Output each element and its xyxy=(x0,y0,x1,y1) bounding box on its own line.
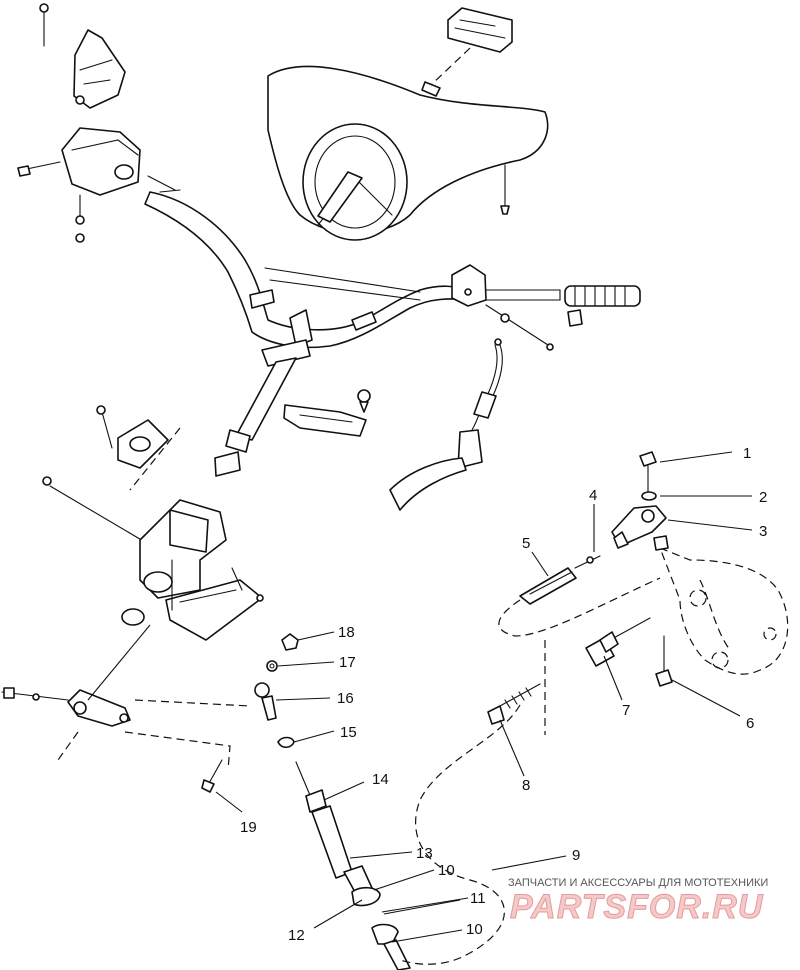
steering-arm xyxy=(1,624,223,793)
callout-14: 14 xyxy=(372,771,389,788)
callout-2: 2 xyxy=(759,489,767,506)
callout-16: 16 xyxy=(337,690,354,707)
callout-7: 7 xyxy=(622,702,630,719)
callout-3: 3 xyxy=(759,523,767,540)
callout-labels: 1 2 3 4 5 6 7 8 9 10 10 11 12 13 14 15 1… xyxy=(240,445,767,944)
control-cable-lower xyxy=(295,761,411,970)
callout-13: 13 xyxy=(416,845,433,862)
steering-post xyxy=(214,309,313,477)
mirror-bracket xyxy=(39,3,126,109)
callout-10-lower: 10 xyxy=(466,921,483,938)
callout-8: 8 xyxy=(522,777,530,794)
ball-joint-stack xyxy=(254,633,299,749)
steering-gearbox xyxy=(653,535,789,687)
tether-switch xyxy=(389,338,503,511)
callout-leaders xyxy=(215,451,753,943)
callout-5: 5 xyxy=(522,535,530,552)
hand-grip xyxy=(564,285,641,327)
small-bracket xyxy=(283,389,371,437)
handlebar-pad xyxy=(267,65,549,241)
cable-adjuster xyxy=(487,617,651,725)
callout-15: 15 xyxy=(340,724,357,741)
callout-19: 19 xyxy=(240,819,257,836)
watermark: ЗАПЧАСТИ И АКСЕССУАРЫ ДЛЯ МОТОТЕХНИКИ PA… xyxy=(508,877,768,927)
tie-rod xyxy=(498,555,661,637)
steering-support xyxy=(42,476,264,641)
callout-6: 6 xyxy=(746,715,754,732)
callout-10-upper: 10 xyxy=(438,862,455,879)
switch-assembly xyxy=(421,7,513,97)
callout-11: 11 xyxy=(470,890,486,907)
callout-1: 1 xyxy=(743,445,751,462)
handlebar xyxy=(144,175,561,351)
watermark-tagline: ЗАПЧАСТИ И АКСЕССУАРЫ ДЛЯ МОТОТЕХНИКИ xyxy=(508,877,768,889)
mount-plate xyxy=(96,405,181,491)
callout-12: 12 xyxy=(288,927,305,944)
callout-18: 18 xyxy=(338,624,355,641)
callout-4: 4 xyxy=(589,487,597,504)
cable-route xyxy=(399,704,521,965)
watermark-logo: PARTSFOR.RU xyxy=(510,888,764,926)
rod-end xyxy=(611,451,667,549)
throttle-housing xyxy=(17,127,141,243)
callout-17: 17 xyxy=(339,654,356,671)
callout-9: 9 xyxy=(572,847,580,864)
